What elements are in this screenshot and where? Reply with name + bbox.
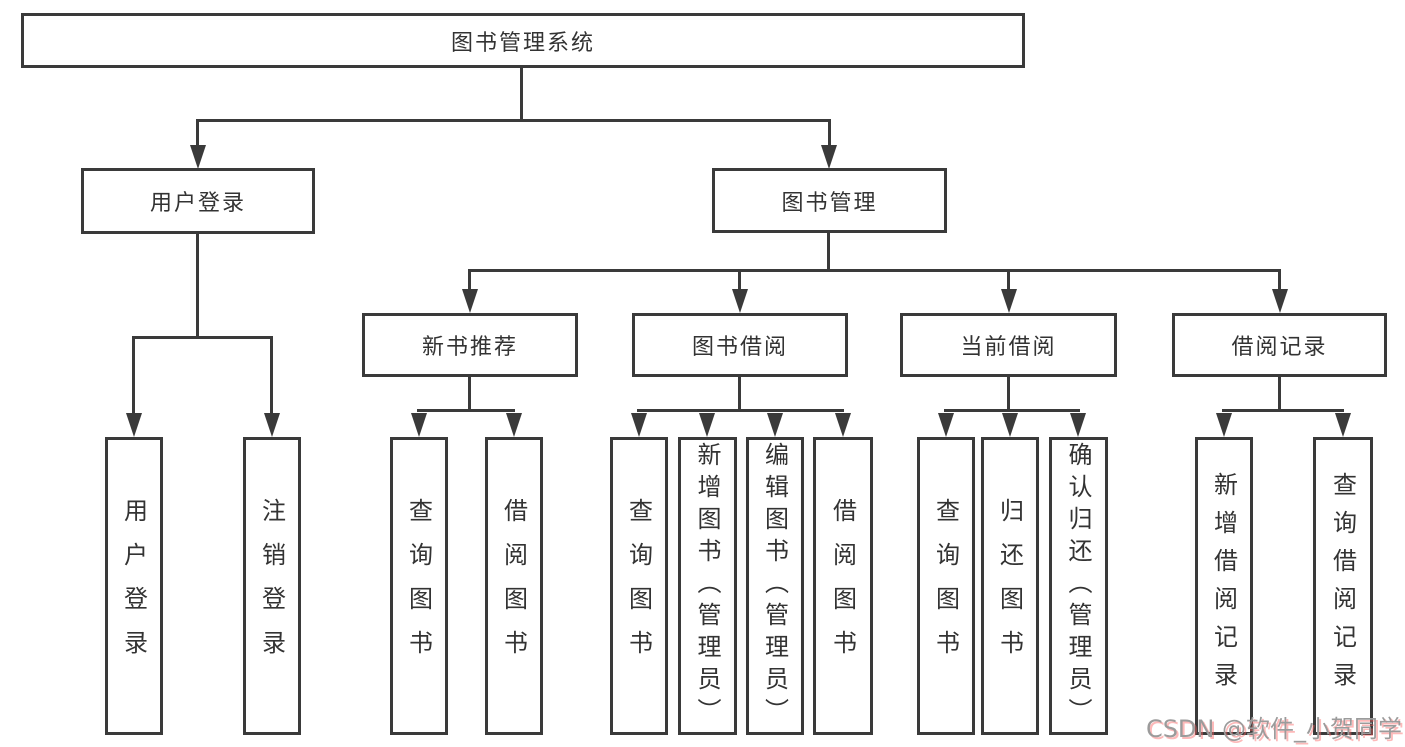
node-book-borrow: 图书借阅 <box>632 313 848 377</box>
leaf-query-book-3: 查询图书 <box>917 437 975 735</box>
arrowhead-query-book-1 <box>411 413 427 437</box>
node-borrow-records: 借阅记录 <box>1172 313 1387 377</box>
connector-user-login-stem <box>196 234 199 339</box>
connector-to-leaf-logout <box>270 336 273 416</box>
arrowhead-query-borrow-record <box>1335 413 1351 437</box>
leaf-add-book-admin: 新增图书（管理员） <box>678 437 737 735</box>
csdn-watermark: CSDN @软件_小贺同学 <box>1145 715 1402 743</box>
node-new-book-recommend: 新书推荐 <box>362 313 578 377</box>
connector-borrow-records-stem <box>1278 377 1281 411</box>
arrowhead-new-book <box>462 289 478 313</box>
connector-root-stem <box>520 66 523 122</box>
leaf-confirm-return-admin: 确认归还（管理员） <box>1049 437 1108 735</box>
leaf-borrow-book-1: 借阅图书 <box>485 437 543 735</box>
leaf-query-book-2: 查询图书 <box>610 437 668 735</box>
connector-new-book-stem <box>468 377 471 411</box>
connector-book-mgmt-split <box>468 269 1281 272</box>
leaf-borrow-book-2: 借阅图书 <box>813 437 873 735</box>
arrowhead-borrow-records <box>1272 289 1288 313</box>
leaf-query-book-1: 查询图书 <box>390 437 448 735</box>
node-book-management: 图书管理 <box>712 168 947 233</box>
arrowhead-leaf-logout <box>264 413 280 437</box>
connector-to-book-management <box>828 119 831 147</box>
connector-borrow-records-split <box>1222 409 1344 412</box>
connector-to-user-login <box>196 119 199 147</box>
leaf-edit-book-admin: 编辑图书（管理员） <box>746 437 804 735</box>
connector-new-book-split <box>417 409 515 412</box>
connector-to-new-book <box>468 269 471 292</box>
connector-book-mgmt-stem <box>827 233 830 272</box>
arrowhead-add-book <box>699 413 715 437</box>
connector-current-borrow-split <box>944 409 1080 412</box>
arrowhead-leaf-user-login <box>126 413 142 437</box>
leaf-user-login: 用户登录 <box>105 437 163 735</box>
arrowhead-query-book-3 <box>938 413 954 437</box>
arrowhead-confirm-return <box>1070 413 1086 437</box>
arrowhead-borrow-book-1 <box>506 413 522 437</box>
arrowhead-book-borrow <box>732 289 748 313</box>
leaf-add-borrow-record: 新增借阅记录 <box>1195 437 1253 735</box>
arrowhead-book-management <box>821 145 837 169</box>
connector-root-split <box>197 119 831 122</box>
node-user-login: 用户登录 <box>81 168 315 234</box>
connector-user-login-split <box>133 336 273 339</box>
node-current-borrow: 当前借阅 <box>900 313 1117 377</box>
arrowhead-borrow-book-2 <box>835 413 851 437</box>
arrowhead-edit-book <box>767 413 783 437</box>
connector-book-borrow-split <box>637 409 844 412</box>
connector-to-borrow-records <box>1278 269 1281 292</box>
connector-book-borrow-stem <box>738 377 741 411</box>
leaf-logout: 注销登录 <box>243 437 301 735</box>
connector-to-current-borrow <box>1007 269 1010 292</box>
node-root: 图书管理系统 <box>21 13 1025 68</box>
arrowhead-query-book-2 <box>631 413 647 437</box>
connector-current-borrow-stem <box>1007 377 1010 411</box>
arrowhead-current-borrow <box>1001 289 1017 313</box>
connector-to-book-borrow <box>738 269 741 292</box>
arrowhead-user-login <box>190 145 206 169</box>
arrowhead-return-book <box>1002 413 1018 437</box>
arrowhead-add-borrow-record <box>1216 413 1232 437</box>
leaf-return-book: 归还图书 <box>981 437 1039 735</box>
leaf-query-borrow-record: 查询借阅记录 <box>1313 437 1373 735</box>
connector-to-leaf-user-login <box>132 336 135 416</box>
